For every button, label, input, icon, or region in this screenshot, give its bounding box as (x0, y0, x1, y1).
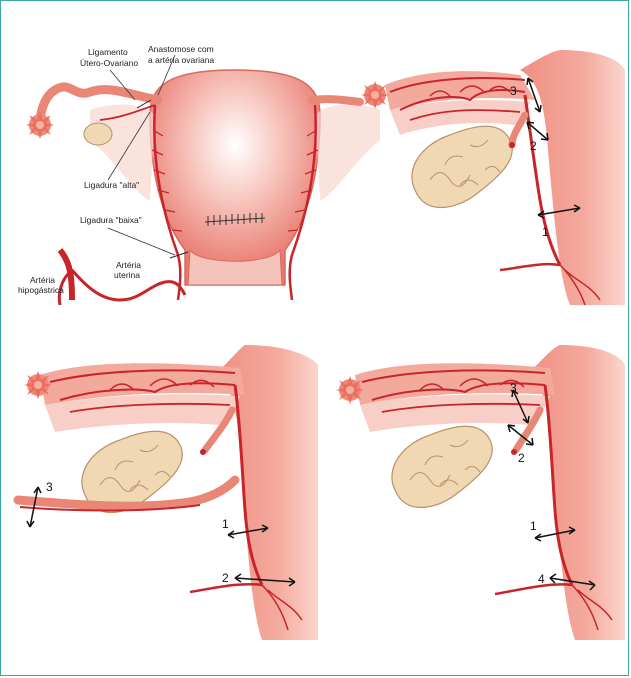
label-arteria-2: Artéria (116, 260, 141, 270)
panel2-number-2: 2 (530, 139, 537, 153)
label-utero-ovariano: Útero-Ovariano (80, 58, 138, 68)
panel-2: 1 2 3 (361, 50, 625, 305)
label-arteria-1: Artéria (30, 275, 55, 285)
panel-3: 1 2 3 (18, 345, 318, 640)
uterus (150, 70, 320, 285)
label-hipogastrica: hipogástrica (18, 285, 64, 295)
panel-1: Ligamento Útero-Ovariano Anastomose com … (18, 44, 380, 305)
label-ligadura-baixa: Ligadura "baixa" (80, 215, 142, 225)
label-ligamento: Ligamento (88, 47, 128, 57)
panel2-number-3: 3 (510, 84, 517, 98)
label-uterina: uterina (114, 270, 140, 280)
label-anastomose-2: a artéria ovariana (148, 55, 214, 65)
panel3-number-2: 2 (222, 571, 229, 585)
panel4-number-2: 2 (518, 451, 525, 465)
panel4-number-4: 4 (538, 572, 545, 586)
label-ligadura-alta: Ligadura "alta" (84, 180, 139, 190)
panel2-number-1: 1 (542, 225, 549, 239)
panel3-number-1: 1 (222, 517, 229, 531)
panel4-number-3: 3 (510, 381, 517, 395)
label-anastomose-1: Anastomose com (148, 44, 214, 54)
panel4-number-1: 1 (530, 519, 537, 533)
panel3-number-3: 3 (46, 480, 53, 494)
panel-4: 1 2 3 4 (336, 345, 625, 640)
